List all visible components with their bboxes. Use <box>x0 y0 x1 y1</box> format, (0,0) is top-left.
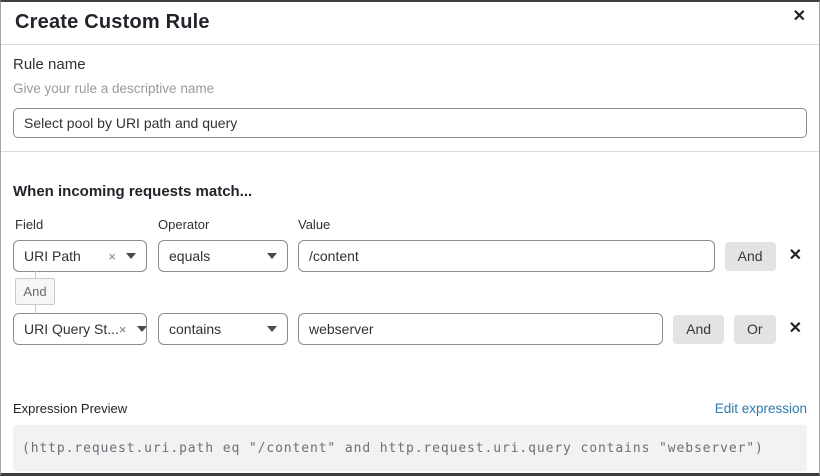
expression-code-box: (http.request.uri.path eq "/content" and… <box>13 425 807 471</box>
or-button[interactable]: Or <box>734 314 776 344</box>
section-divider <box>1 151 819 152</box>
rule-name-label: Rule name <box>13 56 86 73</box>
dialog-content: Rule name Give your rule a descriptive n… <box>1 56 819 471</box>
condition-row: URI Query St... × contains And Or ✕ <box>13 313 807 345</box>
and-connector-badge: And <box>15 278 55 305</box>
operator-select[interactable]: contains <box>158 313 288 345</box>
remove-condition-icon[interactable]: ✕ <box>788 320 802 337</box>
expression-code: (http.request.uri.path eq "/content" and… <box>22 440 764 456</box>
chevron-down-icon <box>136 326 146 332</box>
field-select-value: URI Path <box>24 248 81 264</box>
clear-icon[interactable]: × <box>118 321 127 337</box>
operator-select-value: equals <box>169 248 211 264</box>
expression-preview-label: Expression Preview <box>13 401 128 416</box>
chevron-down-icon <box>267 253 277 259</box>
operator-select-value: contains <box>169 321 222 337</box>
close-icon[interactable]: ✕ <box>792 8 806 25</box>
field-select-value: URI Query St... <box>24 321 119 337</box>
chevron-down-icon <box>126 253 136 259</box>
and-button[interactable]: And <box>673 314 725 344</box>
and-button[interactable]: And <box>724 241 776 271</box>
header-divider <box>1 44 819 45</box>
expression-preview-header: Expression Preview Edit expression <box>13 401 807 416</box>
and-connector: And <box>15 271 55 314</box>
rule-name-hint: Give your rule a descriptive name <box>13 81 215 96</box>
field-select[interactable]: URI Path × <box>13 240 147 272</box>
condition-column-labels: Field Operator Value <box>13 217 807 232</box>
value-input[interactable] <box>298 240 715 272</box>
match-heading: When incoming requests match... <box>13 183 253 200</box>
edit-expression-link[interactable]: Edit expression <box>714 401 807 416</box>
value-column-label: Value <box>298 217 331 232</box>
remove-condition-icon[interactable]: ✕ <box>788 247 802 264</box>
clear-icon[interactable]: × <box>108 248 116 264</box>
condition-row: URI Path × equals And ✕ <box>13 240 807 272</box>
rule-name-input[interactable] <box>13 108 807 138</box>
operator-select[interactable]: equals <box>158 240 288 272</box>
field-column-label: Field <box>15 217 44 232</box>
chevron-down-icon <box>267 326 277 332</box>
value-input[interactable] <box>298 313 664 345</box>
dialog-header: Create Custom Rule <box>1 2 819 44</box>
field-select[interactable]: URI Query St... × <box>13 313 147 345</box>
operator-column-label: Operator <box>158 217 210 232</box>
dialog-title: Create Custom Rule <box>15 11 210 33</box>
